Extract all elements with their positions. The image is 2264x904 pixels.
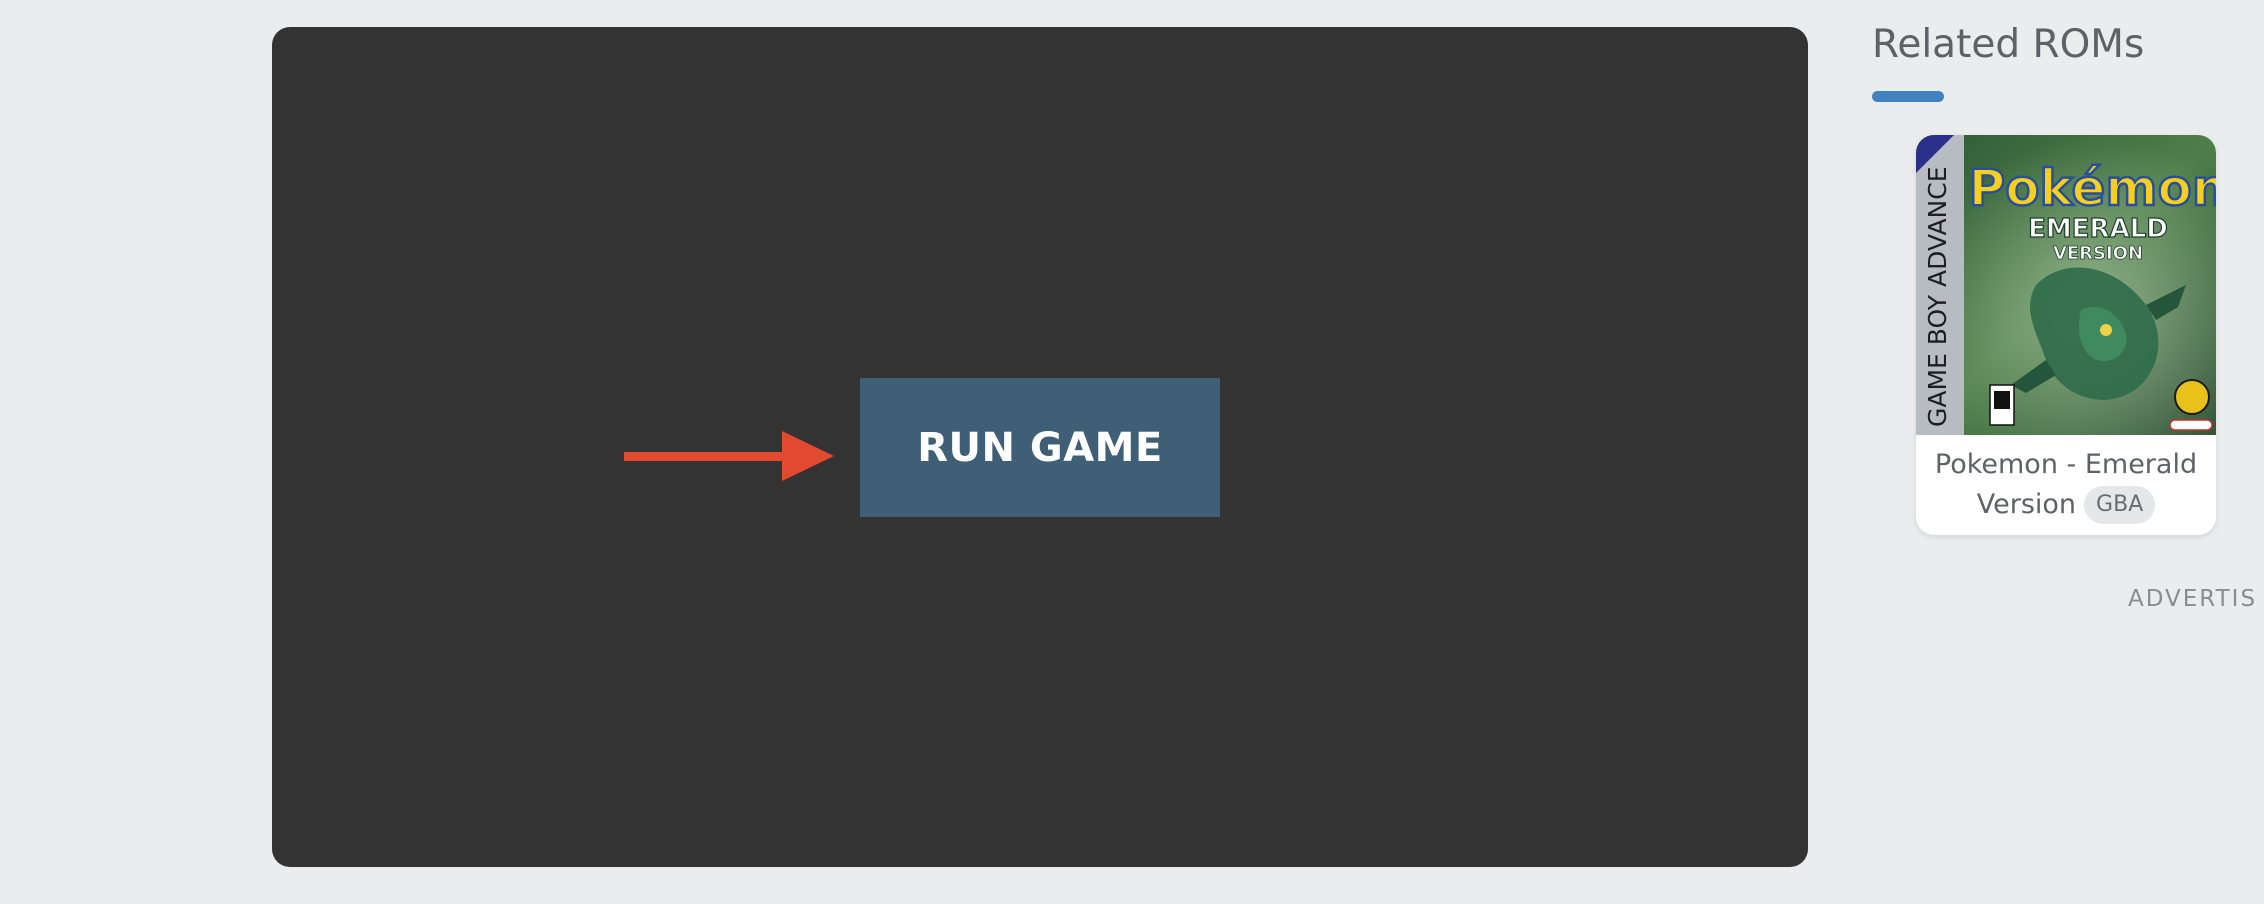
rom-title[interactable]: Pokemon - Emerald Version GBA — [1916, 445, 2216, 525]
platform-badge: GBA — [2084, 486, 2156, 524]
related-roms-heading: Related ROMs — [1872, 22, 2145, 67]
emulator-panel: RUN GAME — [272, 27, 1808, 867]
advertisement-label: ADVERTIS — [2128, 586, 2258, 612]
arrow-right-icon — [624, 431, 834, 481]
rom-card[interactable]: GAME BOY ADVANCE Pokémon EMERALD VERSION… — [1916, 135, 2216, 535]
rom-title-line1[interactable]: Pokemon - Emerald — [1934, 449, 2198, 480]
cover-brand-text: GAME BOY ADVANCE — [1923, 167, 1952, 428]
cover-subtitle-1: EMERALD — [2028, 214, 2168, 244]
cover-logo-text: Pokémon — [1969, 159, 2216, 217]
rom-cover-image[interactable]: GAME BOY ADVANCE Pokémon EMERALD VERSION — [1916, 135, 2216, 435]
cover-subtitle-2: VERSION — [2053, 243, 2143, 264]
run-game-button[interactable]: RUN GAME — [860, 378, 1220, 517]
rom-title-line2[interactable]: Version — [1976, 489, 2077, 520]
heading-underline — [1872, 91, 1944, 102]
